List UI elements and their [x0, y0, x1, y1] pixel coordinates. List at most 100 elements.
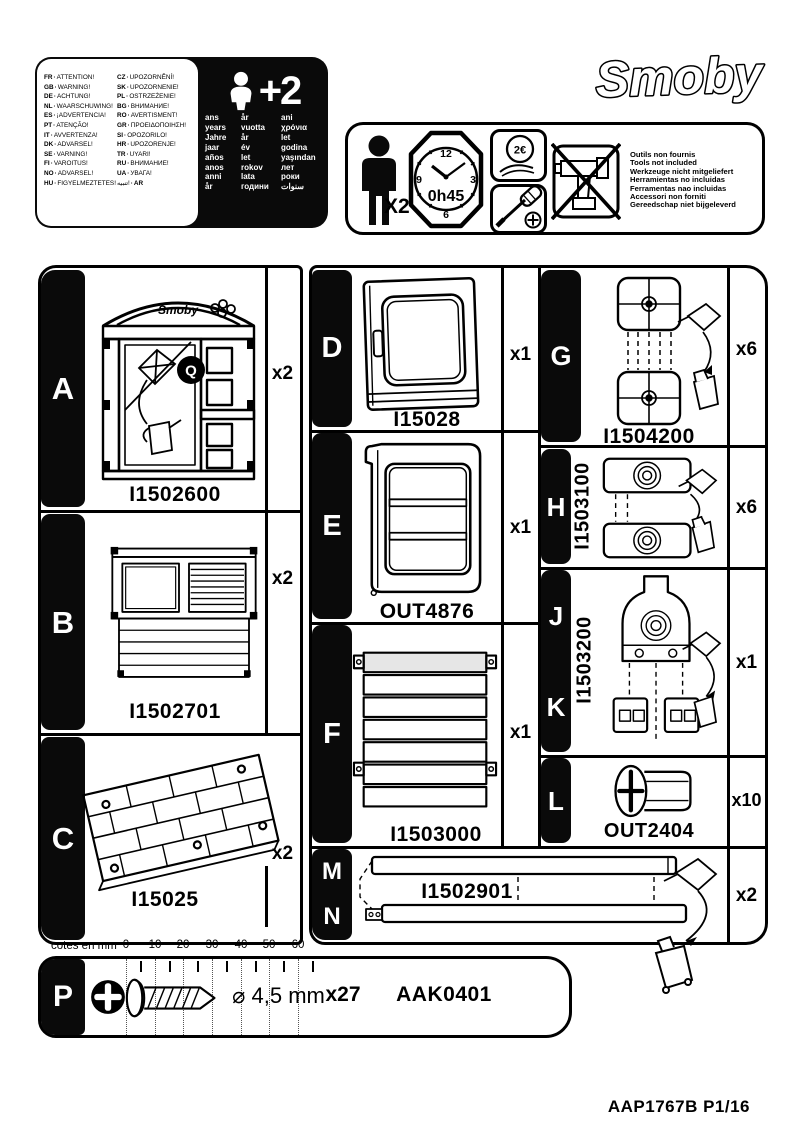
- part-a-ref: I1502600: [129, 483, 221, 506]
- part-letter-a: A: [41, 270, 85, 507]
- part-p-ref: AAK0401: [396, 983, 492, 1006]
- warning-language: HUFIGYELMEZTETES!: [44, 179, 116, 189]
- qty-divider: [265, 866, 268, 927]
- row-divider: [538, 445, 765, 448]
- screws-row: P ⌀ 4,5 mm x27 AAK0401: [38, 956, 572, 1038]
- warning-languages-col1: FRATTENTION! GBWARNING! DEACHTUNG! NLWAA…: [44, 73, 116, 188]
- part-a-qty: x2: [271, 363, 294, 384]
- part-f-shutter-drawing: [352, 651, 498, 808]
- warning-language: DKADVARSEL!: [44, 140, 116, 150]
- warning-language: RUВНИМАНИЕ!: [117, 159, 186, 169]
- part-f-ref: I1503000: [390, 823, 482, 846]
- warning-language: FIVAROITUS!: [44, 159, 116, 169]
- ruler-minor-tick: [312, 961, 314, 972]
- assembly-time: 0h45: [428, 188, 465, 205]
- screwdriver-icon-box: [490, 184, 547, 234]
- warning-language: UAУВАГА!: [117, 169, 186, 179]
- row-divider: [41, 733, 300, 736]
- brand-logo-text: Smoby: [595, 46, 766, 108]
- part-l-qty: x10: [731, 790, 762, 810]
- warning-language: SIOPOZORILO!: [117, 131, 186, 141]
- no-drill-icon: [551, 143, 621, 220]
- person-icon: [362, 135, 396, 225]
- part-b-qty: x2: [271, 568, 294, 589]
- warning-language: SEVARNING!: [44, 150, 116, 160]
- warning-language: PLOSTRZEŻENIE!: [117, 92, 186, 102]
- clock-3: 3: [470, 174, 476, 186]
- ruler-units-label: cotes en mm: [51, 940, 117, 952]
- part-h-cap-drawing: [602, 457, 718, 559]
- screwdriver-icon: [495, 187, 543, 229]
- q-badge-letter: Q: [185, 363, 197, 380]
- brand-logo: Smoby: [573, 38, 785, 118]
- ruler-gridline: [298, 959, 299, 1035]
- part-c-qty: x2: [271, 843, 294, 864]
- part-jk-latch-drawing: [612, 575, 722, 740]
- warning-language: ITAVVERTENZA!: [44, 131, 116, 141]
- warning-language: DEACHTUNG!: [44, 92, 116, 102]
- part-f-qty: x1: [509, 722, 532, 743]
- clock-12: 12: [440, 148, 452, 160]
- age-recommendation: +2: [202, 65, 324, 117]
- clock-6: 6: [443, 209, 449, 221]
- part-letter-jk: J K: [541, 570, 571, 752]
- part-d-ref: I15028: [393, 408, 461, 431]
- ruler-gridline: [241, 959, 242, 1035]
- ruler-minor-tick: [169, 961, 171, 972]
- qty-divider: [265, 513, 268, 733]
- parts-column-right: D E F M N G H J K L I15028 x1: [309, 265, 768, 994]
- part-d-qty: x1: [509, 344, 532, 365]
- tools-not-included-note: Outils non fournis Tools not included We…: [630, 150, 736, 210]
- part-letter-d: D: [312, 270, 352, 427]
- ruler-gridline: [269, 959, 270, 1035]
- part-l-ref: OUT2404: [603, 820, 695, 842]
- document-reference: AAP1767B P1/16: [607, 1097, 750, 1116]
- row-divider: [41, 510, 300, 513]
- euro-coin-icon: 2€: [499, 134, 535, 177]
- warning-language: ROAVERTISMENT!: [117, 111, 186, 121]
- row-divider: [312, 622, 541, 625]
- ruler-minor-tick: [255, 961, 257, 972]
- q-badge: [177, 356, 205, 384]
- warning-language: HRUPOZORENJE!: [117, 140, 186, 150]
- part-letter-b: B: [41, 514, 85, 730]
- row-divider: [538, 567, 765, 570]
- part-d-door-drawing: [362, 276, 480, 411]
- part-a-smoby-text: Smoby: [158, 303, 199, 317]
- ruler-minor-tick: [140, 961, 142, 972]
- part-jk-ref: I1503200: [573, 616, 596, 704]
- age-number: +2: [258, 68, 303, 113]
- qty-divider: [265, 268, 268, 510]
- warning-language: BGВНИМАНИЕ!: [117, 102, 186, 112]
- part-h-ref: I1503100: [571, 462, 594, 550]
- part-letter-e: E: [312, 433, 352, 619]
- ruler-minor-tick: [197, 961, 199, 972]
- part-b-window-panel-drawing: [110, 546, 258, 678]
- ruler-gridline: [183, 959, 184, 1035]
- warning-language: NOADVARSEL!: [44, 169, 116, 179]
- section-divider: [538, 268, 541, 846]
- row-divider: [538, 755, 765, 758]
- part-l-screw-cap-drawing: [614, 764, 692, 818]
- part-jk-qty: x1: [735, 652, 758, 673]
- coin-value: 2€: [514, 145, 526, 157]
- part-a-playhouse-front-drawing: Smoby Q: [101, 299, 256, 481]
- part-letter-g: G: [541, 270, 581, 442]
- part-mn-qty: x2: [735, 885, 758, 906]
- screw-drawing: [125, 978, 216, 1018]
- warning-language: NLWAARSCHUWING!: [44, 102, 116, 112]
- warning-language: GBWARNING!: [44, 83, 116, 93]
- row-divider: [312, 846, 765, 849]
- clock-9: 9: [416, 174, 422, 186]
- warning-language: ES¡ADVERTENCIA!: [44, 111, 116, 121]
- part-letter-p: P: [41, 959, 85, 1035]
- row-divider: [312, 430, 541, 433]
- warning-language: GRΠΡΟΕΙΔΟΠΟΙΗΣΗ!: [117, 121, 186, 131]
- part-e-qty: x1: [509, 517, 532, 538]
- qty-divider: [501, 268, 504, 846]
